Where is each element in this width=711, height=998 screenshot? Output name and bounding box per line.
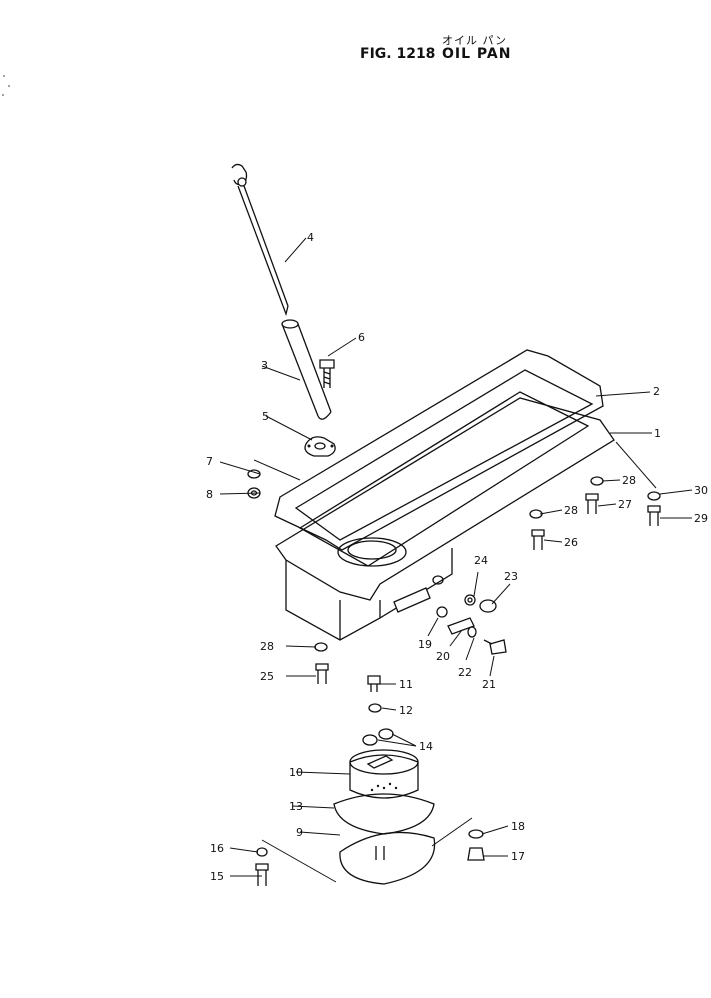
callout-6: 6 — [358, 331, 365, 344]
callout-26: 26 — [564, 536, 578, 549]
callout-16: 16 — [210, 842, 224, 855]
callout-29: 29 — [694, 512, 708, 525]
callout-12: 12 — [399, 704, 413, 717]
callout-22: 22 — [458, 666, 472, 679]
callout-28-left: 28 — [260, 640, 274, 653]
callout-28-right: 28 — [622, 474, 636, 487]
callout-17: 17 — [511, 850, 525, 863]
callout-5: 5 — [262, 410, 269, 423]
oil-pan-part-1 — [275, 391, 615, 641]
callout-2: 2 — [653, 385, 660, 398]
callout-1: 1 — [654, 427, 661, 440]
flange-gasket-part-5 — [304, 436, 336, 457]
callout-3: 3 — [261, 359, 268, 372]
callout-27: 27 — [618, 498, 632, 511]
callout-8: 8 — [206, 488, 213, 501]
callout-24: 24 — [474, 554, 488, 567]
gasket-part-2 — [274, 349, 604, 551]
callout-30: 30 — [694, 484, 708, 497]
callout-15: 15 — [210, 870, 224, 883]
strainer-assembly — [255, 675, 485, 886]
callout-13: 13 — [289, 800, 303, 813]
scan-specks — [2, 75, 10, 96]
japanese-title: オイル パン — [442, 34, 508, 47]
washers-and-bolts — [247, 469, 661, 684]
callout-23: 23 — [504, 570, 518, 583]
callout-18: 18 — [511, 820, 525, 833]
callout-9: 9 — [296, 826, 303, 839]
dipstick-part-4 — [231, 163, 289, 317]
callout-20: 20 — [436, 650, 450, 663]
callout-14: 14 — [419, 740, 433, 753]
figure-title: OIL PAN — [442, 46, 512, 62]
guide-tube-part-3 — [281, 319, 332, 420]
figure-number: FIG. 1218 — [360, 46, 436, 62]
callout-28-middle: 28 — [564, 504, 578, 517]
callout-7: 7 — [206, 455, 213, 468]
callout-19: 19 — [418, 638, 432, 651]
callout-11: 11 — [399, 678, 413, 691]
bolt-part-6 — [319, 359, 335, 388]
callout-21: 21 — [482, 678, 496, 691]
leader-lines — [219, 237, 693, 883]
callout-10: 10 — [289, 766, 303, 779]
callout-labels: 1 2 3 4 5 6 7 8 9 10 11 12 13 14 15 16 1… — [206, 231, 708, 883]
callout-4: 4 — [307, 231, 314, 244]
callout-25: 25 — [260, 670, 274, 683]
